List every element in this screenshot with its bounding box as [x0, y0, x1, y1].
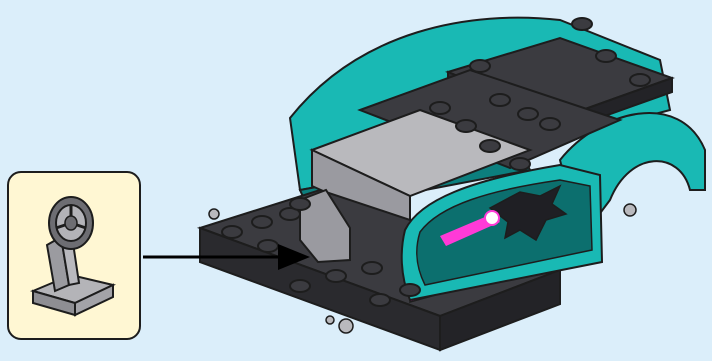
instruction-step	[0, 0, 712, 361]
car-chassis-illustration	[0, 0, 712, 361]
